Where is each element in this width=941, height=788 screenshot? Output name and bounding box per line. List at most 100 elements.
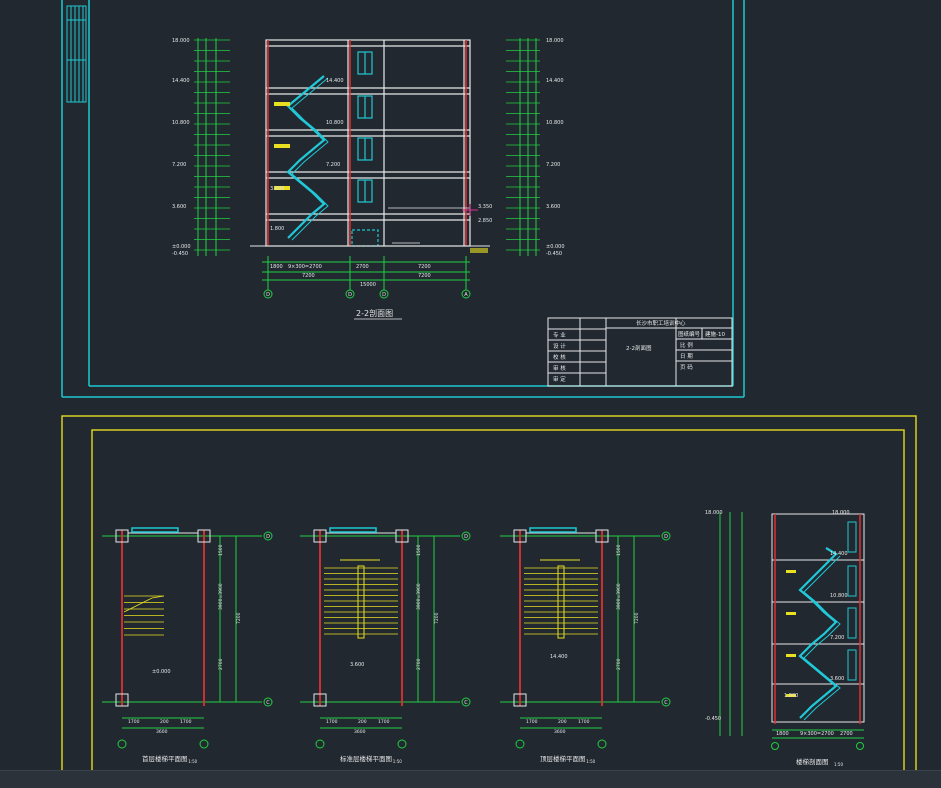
- stair-section-drawing: 18.000 18.000 14.400 10.800 7.200 3.600 …: [705, 510, 865, 767]
- axis-bubble: [315, 739, 325, 749]
- dim-label: 7200: [418, 264, 431, 270]
- stair-treads: [124, 595, 164, 636]
- axis-bubble: [461, 531, 471, 541]
- tb-drawing-name: 2-2剖面图: [626, 344, 652, 352]
- side-dim: 7200: [236, 612, 242, 624]
- right-elevation-chain: 18.000 14.400 10.800 7.200 3.600 ±0.000 …: [506, 38, 565, 257]
- bottom-dim: 200: [558, 719, 567, 725]
- elev-label: 14.400: [172, 78, 190, 84]
- axis-bubble: [117, 739, 127, 749]
- cad-drawing-canvas[interactable]: 14.400 10.800 7.200 3.600 1.800 3.350 2.…: [0, 0, 941, 770]
- tb-row-left: 审 定: [553, 375, 566, 383]
- stair-treads: [524, 567, 598, 635]
- column: [395, 529, 409, 543]
- tb-row-left: 校 核: [553, 353, 566, 361]
- tb-project: 长沙市职工培训中心: [636, 319, 686, 327]
- axis-label: C: [664, 700, 668, 706]
- elev-label: 14.400: [546, 78, 564, 84]
- column: [513, 529, 527, 543]
- stair-elev: 14.400: [830, 551, 848, 557]
- dim-label: 2700: [356, 264, 369, 270]
- side-dim: 2700: [616, 658, 622, 670]
- elev-label: 18.000: [546, 38, 564, 44]
- bottom-dim: 1700: [378, 719, 390, 725]
- revision-table: [66, 5, 87, 103]
- side-dim: 2700: [218, 658, 224, 670]
- stair-elev: 10.800: [830, 593, 848, 599]
- dim-label: 1800: [270, 264, 283, 270]
- plan-title: 标准层楼梯平面图: [340, 754, 392, 763]
- dim-label: 9×300=2700: [288, 264, 322, 270]
- stair-section-scale: 1:50: [834, 762, 843, 767]
- stair-elev: 18.000: [832, 510, 850, 516]
- window: [529, 527, 577, 533]
- column: [595, 529, 609, 543]
- axis-bubble: [199, 739, 209, 749]
- elev-label: -0.450: [172, 251, 188, 257]
- side-dim: 7200: [434, 612, 440, 624]
- tb-drawing-no: 建施-10: [705, 330, 725, 338]
- column: [313, 529, 327, 543]
- floor-mark: 3.600: [270, 186, 284, 192]
- stair-plans: ±0.000 1500 3900=3900 2700 7200 D C 1700 200 1700…: [102, 527, 671, 764]
- section-bottom-dims: 1800 9×300=2700 2700 7200 7200 7200 1500…: [262, 256, 471, 320]
- tb-label-no: 图纸编号: [678, 330, 701, 338]
- side-dim: 7200: [634, 612, 640, 624]
- stair-dim: 1800: [776, 731, 789, 737]
- title-block: 长沙市职工培训中心 2-2剖面图 图纸编号 建施-10 比 例 日 期 页 码 …: [547, 317, 733, 387]
- plan-elev: ±0.000: [152, 669, 171, 675]
- bottom-dim: 3600: [156, 729, 168, 735]
- svg-text:3.350: 3.350: [478, 204, 492, 210]
- stair-dim: 9×300=2700: [800, 731, 834, 737]
- elev-label: 10.800: [172, 120, 190, 126]
- plan-title: 首层楼梯平面图: [142, 754, 188, 763]
- floor-mark: 1.800: [270, 226, 284, 232]
- bottom-dim: 1700: [128, 719, 140, 725]
- axis-bubble: [461, 697, 471, 707]
- elev-label: 10.800: [546, 120, 564, 126]
- section-title: 2-2剖面图: [356, 308, 393, 318]
- top-sheet-frame: [61, 0, 745, 398]
- status-bar: [0, 770, 941, 788]
- tb-row-right: 页 码: [680, 363, 693, 371]
- column: [115, 529, 129, 543]
- tb-row-left: 专 业: [553, 331, 566, 339]
- column: [513, 693, 527, 707]
- stair-elev: 1.800: [784, 693, 798, 699]
- drawing-svg: 14.400 10.800 7.200 3.600 1.800 3.350 2.…: [61, 0, 917, 770]
- plan-elev: 14.400: [550, 654, 568, 660]
- stair-elev: 3.600: [830, 676, 844, 682]
- break-line: [123, 595, 165, 613]
- axis-bubble: [661, 697, 671, 707]
- axis-bubble: [397, 739, 407, 749]
- stair-section-title: 楼梯剖面图: [796, 757, 829, 766]
- side-dim: 1500: [416, 544, 422, 556]
- axis-label: D: [266, 534, 270, 540]
- plan-elev: 3.600: [350, 662, 364, 668]
- column: [197, 529, 211, 543]
- stair-elev: 7.200: [830, 635, 844, 641]
- elev-label: ±0.000: [546, 244, 565, 250]
- elev-label: -0.450: [546, 251, 562, 257]
- side-dim: 3900=3900: [218, 583, 224, 610]
- section-2-2-drawing: 14.400 10.800 7.200 3.600 1.800 3.350 2.…: [250, 39, 492, 253]
- side-dim: 3900=3900: [616, 583, 622, 610]
- floor-mark: 7.200: [326, 162, 340, 168]
- elev-label: 3.600: [546, 204, 560, 210]
- floor-mark: 14.400: [326, 78, 344, 84]
- tb-row-right: 日 期: [680, 353, 693, 360]
- bottom-dim: 1700: [180, 719, 192, 725]
- svg-text:2.850: 2.850: [478, 218, 492, 224]
- plan-title: 顶层楼梯平面图: [540, 754, 586, 763]
- axis-label: D: [664, 534, 668, 540]
- side-dim: 1500: [218, 544, 224, 556]
- axis-bubble: [515, 739, 525, 749]
- window: [131, 527, 179, 533]
- elev-label: 7.200: [172, 162, 186, 168]
- stair-treads: [324, 567, 398, 635]
- axis-label: D: [382, 292, 386, 298]
- bottom-dim: 1700: [326, 719, 338, 725]
- window: [329, 527, 377, 533]
